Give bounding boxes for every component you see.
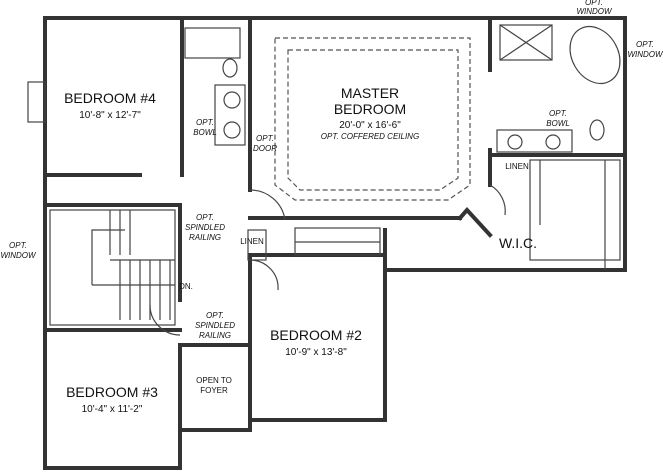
interior-walls xyxy=(27,16,627,470)
bedroom2-size: 10'-9" x 13'-8" xyxy=(285,347,347,358)
bedroom4-name: BEDROOM #4 xyxy=(64,90,156,106)
down-label: DN. xyxy=(179,282,193,291)
opt-label: OPT. xyxy=(206,311,224,320)
bedroom3-size: 10'-4" x 11'-2" xyxy=(82,404,143,415)
linen-label: LINEN xyxy=(505,162,529,171)
opt-label: OPT. xyxy=(549,109,567,118)
bedroom2-name: BEDROOM #2 xyxy=(270,327,362,343)
master-name-2: BEDROOM xyxy=(334,101,406,117)
foyer-label-2: FOYER xyxy=(200,386,228,395)
master-name-1: MASTER xyxy=(341,85,399,101)
master-size: 20'-0" x 16'-6" xyxy=(339,120,401,131)
opt-label: OPT. xyxy=(196,118,214,127)
bowl-label: BOWL xyxy=(546,119,570,128)
foyer-label-1: OPEN TO xyxy=(196,376,232,385)
bedroom3-name: BEDROOM #3 xyxy=(66,384,158,400)
railing-label: RAILING xyxy=(199,331,231,340)
opt-label: OPT. xyxy=(636,40,654,49)
bedroom4-size: 10'-8" x 12'-7" xyxy=(79,110,141,121)
door-label: DOOR xyxy=(253,144,277,153)
opt-label: OPT. xyxy=(9,241,27,250)
opt-label: OPT. xyxy=(256,134,274,143)
window-label: WINDOW xyxy=(0,251,37,260)
window-label: WINDOW xyxy=(627,50,663,59)
exterior-walls xyxy=(43,16,627,470)
railing-label: RAILING xyxy=(189,233,221,242)
opt-label: OPT. xyxy=(585,0,603,7)
window-label: WINDOW xyxy=(576,7,613,16)
staircase xyxy=(49,209,176,326)
master-note: OPT. COFFERED CEILING xyxy=(321,132,419,141)
spindled-label: SPINDLED xyxy=(185,223,225,232)
linen-label: LINEN xyxy=(240,237,264,246)
opt-label: OPT. xyxy=(196,213,214,222)
bowl-label: BOWL xyxy=(193,128,217,137)
wic-name: W.I.C. xyxy=(499,235,537,251)
spindled-label: SPINDLED xyxy=(195,321,235,330)
coffered-ceiling-outline xyxy=(274,37,471,201)
